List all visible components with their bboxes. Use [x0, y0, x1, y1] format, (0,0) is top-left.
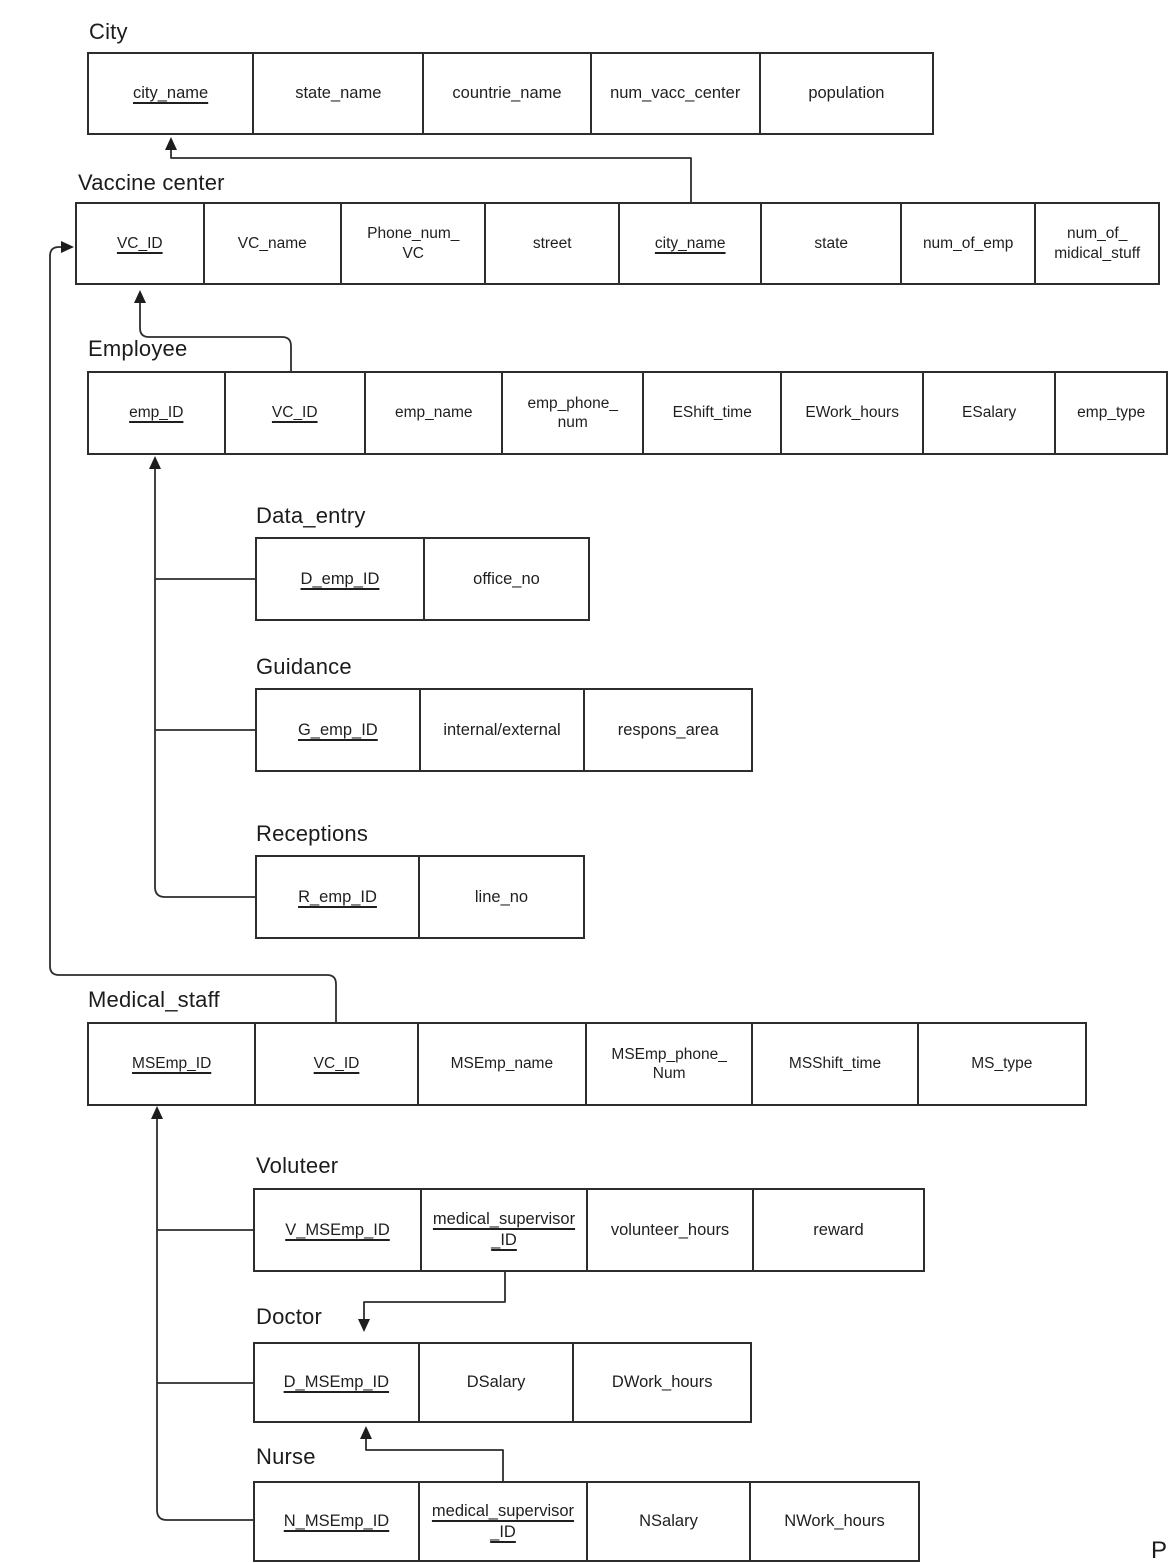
column-state: state: [762, 204, 902, 283]
column-line-no: line_no: [474, 887, 529, 906]
table-title-city: City: [89, 19, 128, 44]
table-data-entry: D_emp_ID office_no: [255, 537, 590, 621]
column-num-of-midical-stuff: num_of_ midical_stuff: [1054, 225, 1141, 262]
table-guidance: G_emp_ID internal/external respons_area: [255, 688, 753, 772]
table-nurse: N_MSEmp_ID medical_supervisor _ID NSalar…: [253, 1481, 920, 1562]
table-title-data-entry: Data_entry: [256, 503, 366, 528]
arrow-subtypes-employee: [149, 456, 255, 898]
table-vaccine-center: VC_ID VC_name Phone_num_ VC street city_…: [75, 202, 1160, 285]
clipped-text-fragment: P: [1151, 1537, 1168, 1563]
table-doctor: D_MSEmp_ID DSalary DWork_hours: [253, 1342, 752, 1423]
column-msemp-phone-num: MSEmp_phone_ Num: [587, 1024, 754, 1104]
column-ms-vc-id-fk: VC_ID: [256, 1024, 419, 1104]
column-msshift-time: MSShift_time: [753, 1024, 919, 1104]
column-msemp-name: MSEmp_name: [419, 1024, 587, 1104]
arrow-subtypes-medicalstaff: [151, 1106, 253, 1521]
column-g-emp-id: G_emp_ID: [257, 690, 421, 770]
column-phone-num-vc: Phone_num_ VC: [342, 204, 487, 283]
arrow-nurse-doctor: [360, 1426, 504, 1481]
column-vc-id-fk: VC_ID: [226, 373, 366, 453]
table-voluteer: V_MSEmp_ID medical_supervisor _ID volunt…: [253, 1188, 925, 1272]
column-emp-phone-num: emp_phone_ num: [503, 373, 644, 453]
column-eshift-time: EShift_time: [644, 373, 783, 453]
column-ms-type: MS_type: [971, 1055, 1033, 1073]
column-countrie-name: countrie_name: [424, 54, 592, 133]
column-num-vacc-center: num_vacc_center: [592, 54, 761, 133]
table-title-receptions: Receptions: [256, 821, 369, 846]
table-title-doctor: Doctor: [256, 1304, 322, 1329]
column-state-name: state_name: [254, 54, 425, 133]
column-street: street: [486, 204, 620, 283]
column-v-msemp-id: V_MSEmp_ID: [255, 1190, 422, 1270]
column-city-name-fk: city_name: [620, 204, 763, 283]
column-n-msemp-id: N_MSEmp_ID: [255, 1483, 420, 1560]
column-nwork-hours: NWork_hours: [784, 1512, 885, 1531]
column-dwork-hours: DWork_hours: [611, 1373, 713, 1392]
column-city-name: city_name: [89, 54, 255, 133]
column-emp-id: emp_ID: [89, 373, 226, 453]
column-respons-area: respons_area: [617, 720, 719, 739]
column-d-emp-id: D_emp_ID: [257, 539, 425, 619]
table-receptions: R_emp_ID line_no: [255, 855, 585, 939]
table-title-employee: Employee: [88, 336, 188, 361]
column-msemp-id: MSEmp_ID: [89, 1024, 257, 1104]
column-vc-id: VC_ID: [77, 204, 205, 283]
column-population: population: [808, 84, 885, 103]
arrow-voluteer-doctor: [358, 1272, 506, 1332]
arrow-vaccinecenter-city: [165, 137, 692, 202]
table-title-vaccine-center: Vaccine center: [78, 170, 225, 195]
column-n-medical-supervisor-id: medical_supervisor _ID: [420, 1483, 588, 1560]
table-title-voluteer: Voluteer: [256, 1153, 339, 1178]
table-employee: emp_ID VC_ID emp_name emp_phone_ num ESh…: [87, 371, 1168, 455]
table-city: city_name state_name countrie_name num_v…: [87, 52, 934, 135]
column-esalary: ESalary: [924, 373, 1057, 453]
table-medical-staff: MSEmp_ID VC_ID MSEmp_name MSEmp_phone_ N…: [87, 1022, 1087, 1106]
table-title-guidance: Guidance: [256, 654, 352, 679]
column-internal-external: internal/external: [421, 690, 586, 770]
column-office-no: office_no: [473, 569, 540, 588]
column-nsalary: NSalary: [588, 1483, 751, 1560]
table-title-medical-staff: Medical_staff: [88, 987, 220, 1012]
column-emp-name: emp_name: [366, 373, 504, 453]
column-num-of-emp: num_of_emp: [902, 204, 1037, 283]
column-dsalary: DSalary: [420, 1344, 575, 1421]
table-title-nurse: Nurse: [256, 1444, 316, 1469]
column-r-emp-id: R_emp_ID: [257, 857, 421, 937]
column-d-msemp-id: D_MSEmp_ID: [255, 1344, 420, 1421]
column-v-medical-supervisor-id: medical_supervisor _ID: [422, 1190, 589, 1270]
column-emp-type: emp_type: [1077, 404, 1146, 422]
column-reward: reward: [813, 1220, 864, 1239]
column-vc-name: VC_name: [205, 204, 343, 283]
column-volunteer-hours: volunteer_hours: [588, 1190, 755, 1270]
column-ework-hours: EWork_hours: [782, 373, 924, 453]
